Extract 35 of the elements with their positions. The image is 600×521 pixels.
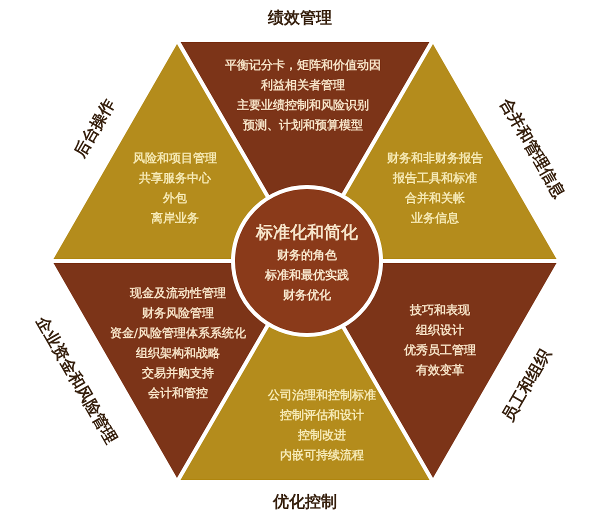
list-item: 离岸业务: [151, 210, 199, 227]
list-item: 财务风险管理: [142, 305, 214, 322]
center-heading: 标准化和简化: [256, 222, 358, 245]
list-item: 报告工具和标准: [393, 170, 477, 187]
list-item: 内嵌可持续流程: [280, 447, 364, 464]
segment-heading: 合并和管理信息: [496, 94, 570, 202]
list-item: 控制改进: [298, 427, 346, 444]
list-item: 有效变革: [416, 362, 464, 379]
list-item: 预测、计划和预算模型: [243, 117, 363, 134]
list-item: 财务和非财务报告: [387, 150, 483, 167]
list-item: 利益相关者管理: [261, 77, 345, 94]
list-item: 组织架构和战略: [136, 345, 220, 362]
list-item: 资金/风险管理体系系统化: [110, 325, 246, 342]
list-item: 公司治理和控制标准: [268, 387, 376, 404]
list-item: 现金及流动性管理: [130, 285, 226, 302]
list-item: 组织设计: [416, 322, 464, 339]
list-item: 合并和关帐: [405, 190, 465, 207]
list-item: 外包: [163, 190, 187, 207]
list-item: 会计和管控: [148, 385, 208, 402]
segment-heading: 员工和组织: [498, 345, 556, 425]
list-item: 财务的角色: [277, 247, 337, 264]
list-item: 优秀员工管理: [404, 342, 476, 359]
list-item: 控制评估和设计: [280, 407, 364, 424]
list-item: 财务优化: [283, 287, 331, 304]
list-item: 业务信息: [411, 210, 459, 227]
segment-heading: 绩效管理: [268, 8, 332, 28]
list-item: 交易并购支持: [142, 365, 214, 382]
segment-heading: 后台操作: [70, 95, 120, 161]
list-item: 技巧和表现: [410, 302, 470, 319]
segment-heading: 优化控制: [273, 492, 337, 512]
list-item: 共享服务中心: [139, 170, 211, 187]
list-item: 主要业绩控制和风险识别: [237, 97, 369, 114]
list-item: 平衡记分卡，矩阵和价值动因: [225, 57, 381, 74]
list-item: 风险和项目管理: [133, 150, 217, 167]
list-item: 标准和最优实践: [265, 267, 349, 284]
